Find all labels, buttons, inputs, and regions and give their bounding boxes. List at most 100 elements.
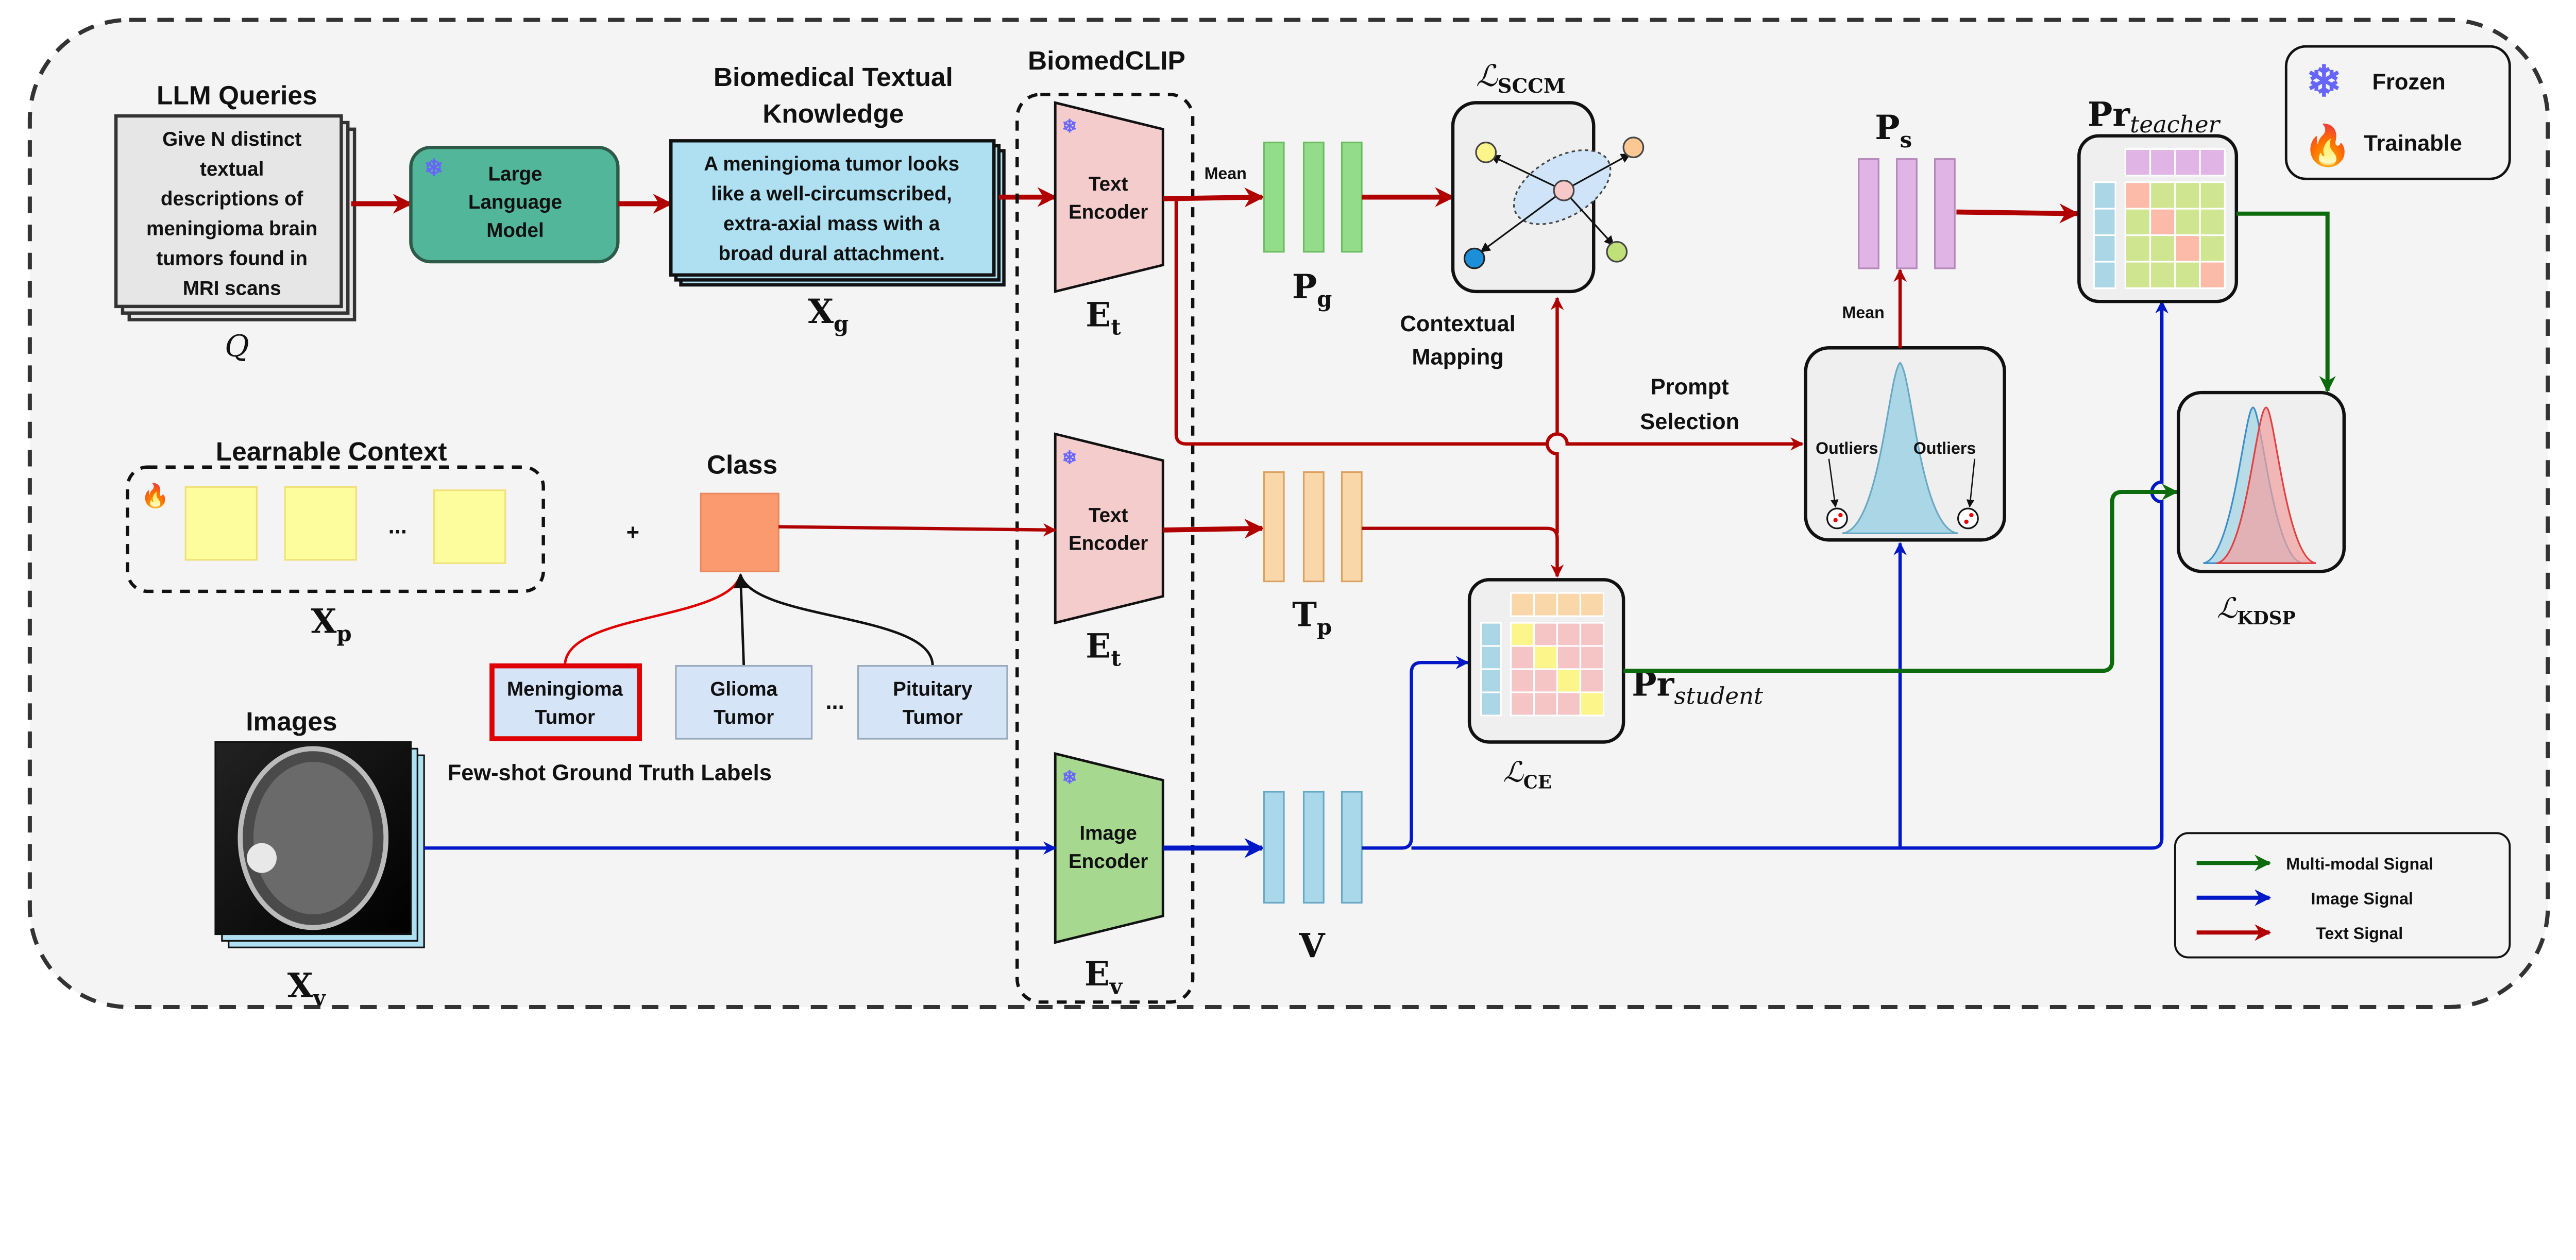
v-symbol: V [1299,927,1326,966]
legend-frozen-label: Frozen [2372,70,2445,95]
learnable-context-title: Learnable Context [216,436,447,466]
matrix-cell [2149,181,2176,210]
matrix-cell [1510,691,1535,717]
learnable-context-frame [126,465,545,593]
llm-label: Language [468,191,562,213]
text-encoder-2 [1054,432,1164,625]
matrix-cell [1556,668,1582,693]
matrix-side-cell [1480,645,1502,670]
label-meningioma[interactable] [489,663,642,741]
kdsp-symbol: ℒKDSP [2217,591,2296,629]
matrix-cell [2199,261,2226,290]
ev-symbol: Ev [1084,955,1123,999]
query-line: MRI scans [183,277,281,299]
xg-symbol: Xg [808,293,849,336]
line-tp-to-ce [1362,526,1564,578]
outlier-circle [1826,507,1848,530]
matrix-cell [2174,234,2201,263]
matrix-cell [2124,234,2151,263]
contextual-arrows [1480,153,1631,253]
pr-teacher-symbol: Prteacher [2088,95,2221,138]
knowledge-stack [669,139,1006,287]
matrix-side-cell [2093,208,2116,236]
flame-icon: 🔥 [141,482,170,508]
matrix-cell [2124,261,2151,290]
matrix-side-cell [1480,668,1502,693]
outlier-pointer [1828,458,1839,508]
snowflake-icon: ❄ [1062,448,1077,468]
v-bars [1263,791,1363,904]
query-line: tumors found in [156,247,308,269]
biomedclip-title: BiomedCLIP [1028,45,1185,75]
legend-image-label: Image Signal [2311,890,2413,908]
matrix-header-cell [1579,592,1605,617]
arrow-encoder-to-pg [1163,187,1265,208]
ps-bars [1858,158,1956,269]
prompt-selection-label: Selection [1640,410,1739,434]
text-encoder-2-label: Encoder [1069,533,1148,555]
matrix-header-cell [1510,592,1535,617]
llm-queries-title: LLM Queries [157,80,317,110]
et-symbol: Et [1086,296,1121,339]
contextual-mapping-label: Contextual [1400,312,1515,336]
context-token[interactable] [284,486,357,561]
mri-image-stack [214,741,425,948]
outlier-point [1833,518,1838,522]
matrix-header-cell [2174,148,2201,177]
pg-symbol: Pg [1292,268,1332,312]
context-token[interactable] [184,486,258,561]
student-distribution [2216,406,2316,564]
matrix-cell [1579,668,1605,693]
matrix-cell [1556,622,1582,647]
mean-label: Mean [1205,164,1247,182]
matrix-header-cell [2149,148,2176,177]
outliers-left-label: Outliers [1816,439,1878,457]
matrix-side-cell [2093,181,2116,210]
matrix-cell [1556,691,1582,717]
label-ellipsis: ... [825,689,844,714]
image-encoder [1054,752,1164,944]
node-blue [1463,247,1485,269]
context-token[interactable] [433,489,506,564]
matrix-header-cell [2124,148,2151,177]
matrix-cell [1556,645,1582,670]
matrix-cell [1510,622,1535,647]
label-meningioma-text: Meningioma [507,678,623,700]
node-orange [1622,137,1645,159]
query-line: Give N distinct [162,128,301,150]
outer-frame [27,18,2550,1009]
query-symbol: Q [225,328,249,363]
matrix-cell [2199,234,2226,263]
ce-matrix [1480,592,1605,717]
matrix-cell [1579,691,1605,717]
matrix-cell [2124,208,2151,236]
plus-sign: + [626,520,639,545]
label-glioma[interactable] [675,665,813,740]
knowledge-title: Knowledge [762,98,904,128]
knowledge-title: Biomedical Textual [714,62,953,92]
biomedclip-frame [1015,93,1195,1004]
matrix-cell [2124,181,2151,210]
knowledge-line: extra-axial mass with a [723,213,940,235]
images-title: Images [246,706,337,736]
label-pituitary[interactable] [857,665,1008,740]
line-v-to-ce [1362,656,1469,850]
label-pituitary-text: Pituitary [893,678,973,700]
matrix-cell [2174,261,2201,290]
legend-top [2284,45,2511,180]
tp-symbol: Tp [1292,595,1332,639]
matrix-side-cell [2093,234,2116,263]
matrix-cell [2149,234,2176,263]
class-title: Class [707,450,777,480]
matrix-cell [2174,181,2201,210]
arrow-encoder-to-tp [1163,519,1265,539]
matrix-side-cell [1480,691,1502,717]
llm-label: Model [486,219,544,242]
legend-multimodal-label: Multi-modal Signal [2286,855,2433,873]
pg-bars [1263,141,1363,253]
teacher-matrix [2093,148,2226,290]
matrix-header-cell [1533,592,1558,617]
knowledge-line: like a well-circumscribed, [711,183,952,205]
label-glioma-text: Tumor [714,706,774,728]
matrix-cell [1533,622,1558,647]
